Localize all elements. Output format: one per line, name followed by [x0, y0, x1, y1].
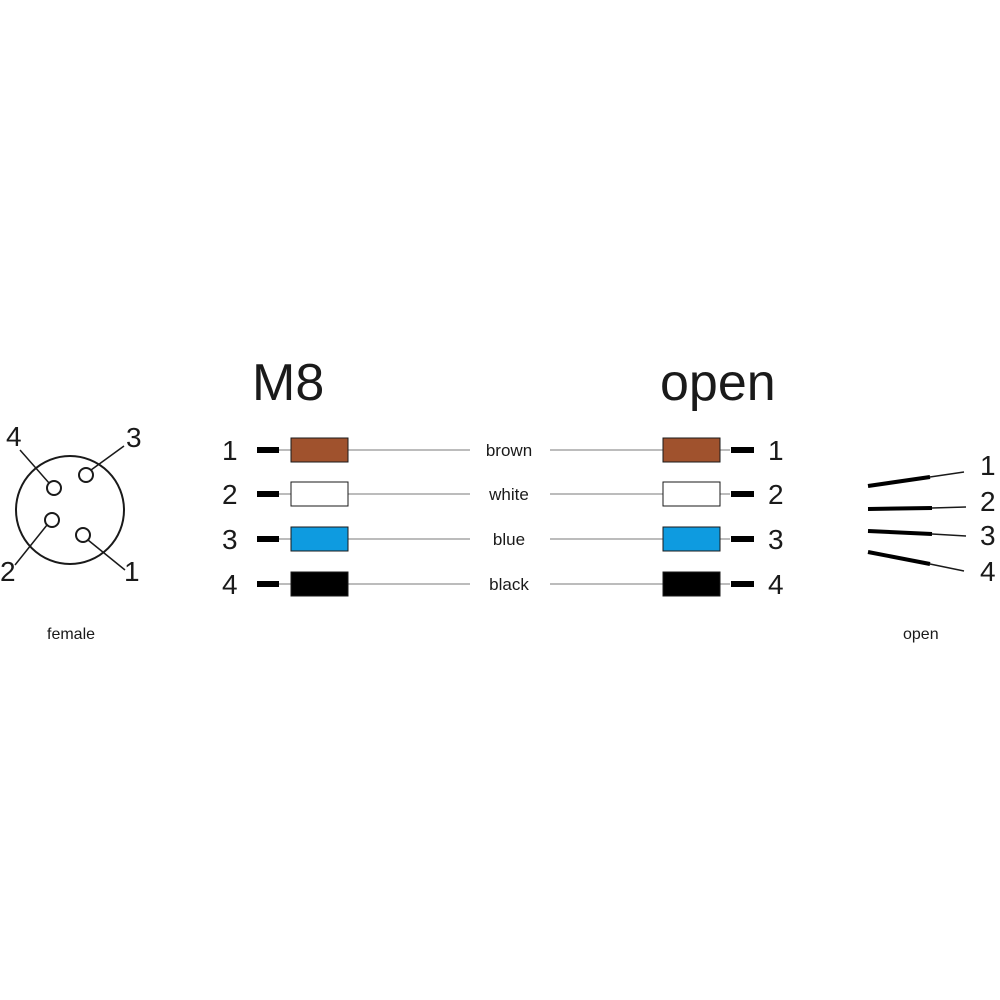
left-pin-dash-3 — [257, 536, 279, 542]
right-pin-dash-4 — [731, 581, 754, 587]
pin-hole-1 — [75, 527, 91, 543]
left-pin-number-3: 3 — [222, 524, 238, 555]
open-pin-label-1: 1 — [980, 450, 996, 481]
pin-hole-3 — [78, 467, 94, 483]
face-pin-label-4: 4 — [6, 421, 22, 452]
right-pin-dash-2 — [731, 491, 754, 497]
wire-color-label-3: blue — [493, 530, 525, 549]
left-wire-sleeve-4 — [290, 571, 349, 597]
right-pin-dash-1 — [731, 447, 754, 453]
open-wire-ends: 1 2 3 4 open — [867, 450, 996, 643]
right-pin-number-3: 3 — [768, 524, 784, 555]
right-pin-number-1: 1 — [768, 435, 784, 466]
open-wire-thick-2 — [867, 506, 933, 511]
right-wire-sleeve-3 — [662, 526, 721, 552]
wire-color-label-4: black — [489, 575, 529, 594]
left-wire-sleeve-2 — [290, 481, 349, 507]
open-wire-thin-2 — [931, 506, 967, 509]
wire-row-3: 3 blue 3 — [222, 524, 784, 555]
left-pin-dash-1 — [257, 447, 279, 453]
open-pin-label-4: 4 — [980, 556, 996, 587]
right-wire-sleeve-1 — [662, 437, 721, 463]
wire-row-2: 2 white 2 — [222, 479, 784, 510]
open-caption: open — [903, 626, 939, 643]
wire-color-label-1: brown — [486, 441, 532, 460]
wire-row-4: 4 black 4 — [222, 569, 784, 600]
left-pin-dash-2 — [257, 491, 279, 497]
open-pin-label-3: 3 — [980, 520, 996, 551]
left-pin-number-1: 1 — [222, 435, 238, 466]
pin-hole-4 — [46, 480, 62, 496]
open-pin-label-2: 2 — [980, 486, 996, 517]
left-pin-number-2: 2 — [222, 479, 238, 510]
leader-line-3 — [90, 445, 125, 471]
left-wire-sleeve-1 — [290, 437, 349, 463]
open-wire-thin-1 — [929, 471, 965, 478]
left-title-m8: M8 — [252, 354, 324, 412]
open-wire-thick-4 — [867, 550, 931, 566]
open-wire-thin-4 — [929, 563, 965, 572]
wire-row-1: 1 brown 1 — [222, 435, 784, 466]
face-pin-label-1: 1 — [124, 556, 140, 587]
wire-rows: 1 brown 1 2 white 2 3 blue 3 4 black 4 — [222, 435, 784, 600]
leader-line-1 — [87, 539, 126, 571]
face-pin-label-2: 2 — [0, 556, 16, 587]
connector-outline — [15, 455, 125, 565]
right-pin-dash-3 — [731, 536, 754, 542]
female-caption: female — [47, 626, 95, 643]
face-pin-label-3: 3 — [126, 422, 142, 453]
right-pin-number-2: 2 — [768, 479, 784, 510]
right-title-open: open — [660, 354, 776, 412]
left-wire-sleeve-3 — [290, 526, 349, 552]
leader-line-2 — [14, 524, 48, 566]
open-wire-thick-1 — [867, 475, 931, 488]
right-pin-number-4: 4 — [768, 569, 784, 600]
open-wire-thick-3 — [867, 529, 933, 536]
leader-line-4 — [19, 449, 50, 484]
wire-color-label-2: white — [488, 485, 529, 504]
right-wire-sleeve-4 — [662, 571, 721, 597]
left-pin-dash-4 — [257, 581, 279, 587]
female-connector-face: 4 3 2 1 female — [0, 421, 142, 643]
left-pin-number-4: 4 — [222, 569, 238, 600]
pin-hole-2 — [44, 512, 60, 528]
right-wire-sleeve-2 — [662, 481, 721, 507]
open-wire-thin-3 — [931, 533, 967, 537]
